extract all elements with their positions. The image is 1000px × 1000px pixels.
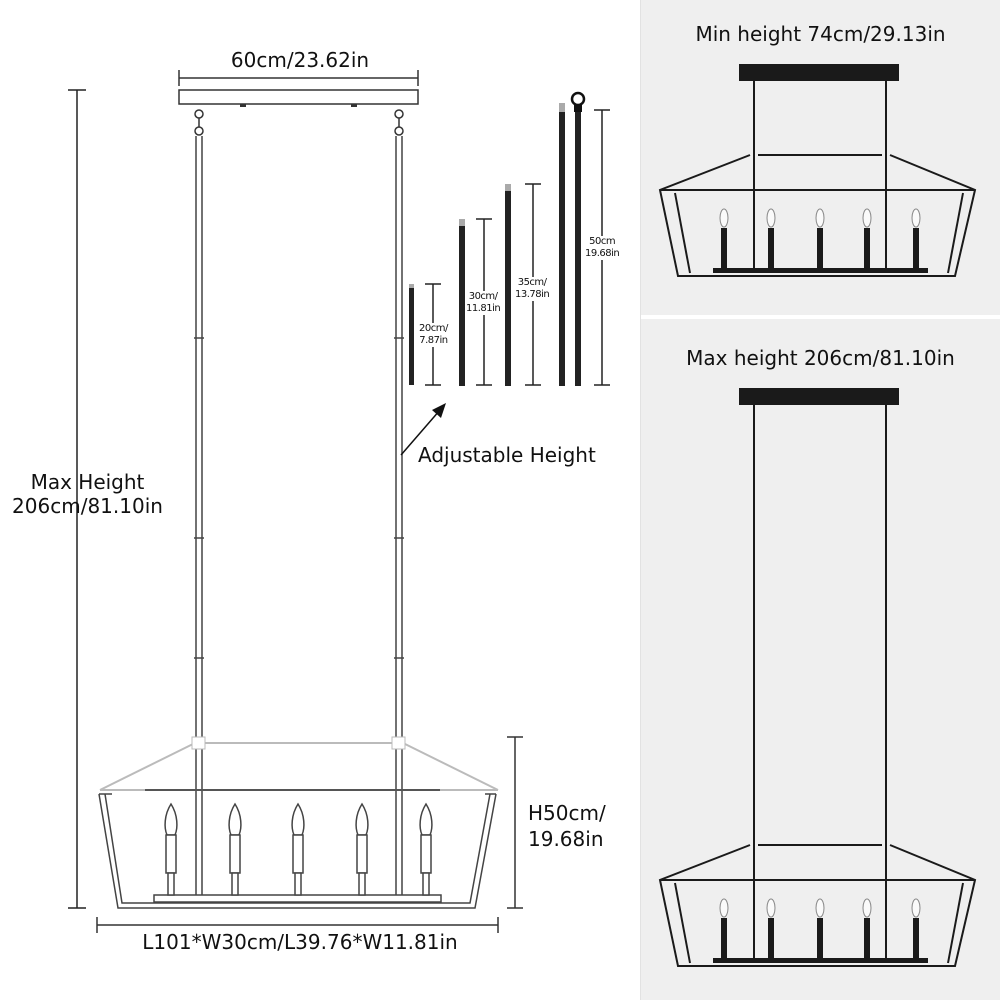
rod-label-50cm: 50cm 19.68in [585,236,620,260]
panel-divider-horizontal [641,315,1000,319]
rod-label-line2: 7.87in [419,335,448,346]
rod-label-line1: 30cm/ [468,291,498,302]
dimension-diagram-panel [0,0,640,1000]
max-height-label-line1: Max Height [30,470,145,494]
adjustable-height-label: Adjustable Height [418,443,596,467]
rod-label-20cm: 20cm/ 7.87in [419,323,448,347]
body-length-dimension-line [96,917,499,933]
max-height-label-line2: 206cm/81.10in [12,494,163,518]
lantern-body [98,793,497,909]
max-height-title: Max height 206cm/81.10in [686,346,955,370]
body-height-label-line1: H50cm/ [528,801,606,825]
max-height-fixture [658,388,977,967]
body-dimensions-label: L101*W30cm/L39.76*W11.81in [142,930,458,954]
rod-label-30cm: 30cm/ 11.81in [466,291,501,315]
body-height-dimension-line [507,736,523,909]
rod-label-line1: 50cm [589,236,616,247]
chandelier-line-drawing [68,70,610,933]
max-height-dimension-line [68,89,86,909]
max-height-label: Max Height 206cm/81.10in [0,470,175,518]
max-height-photo-panel [641,319,1000,1000]
rod-label-line1: 35cm/ [517,277,547,288]
candle-bulbs [164,802,433,896]
canopy-width-dimension-line [178,70,419,86]
canopy-width-label: 60cm/23.62in [230,48,370,72]
extension-rods [409,91,586,386]
rod-label-line2: 11.81in [466,303,501,314]
canopy [178,89,419,105]
min-height-fixture [658,64,977,277]
rod-label-line1: 20cm/ [419,323,448,334]
body-height-label: H50cm/ 19.68in [528,800,606,852]
min-height-title: Min height 74cm/29.13in [695,22,946,46]
rod-label-line2: 19.68in [585,248,620,259]
adjustable-arrow [400,403,446,456]
rod-label-line2: 13.78in [515,289,550,300]
body-height-label-line2: 19.68in [528,827,604,851]
rod-label-35cm: 35cm/ 13.78in [515,277,550,301]
panel-divider [640,0,641,1000]
